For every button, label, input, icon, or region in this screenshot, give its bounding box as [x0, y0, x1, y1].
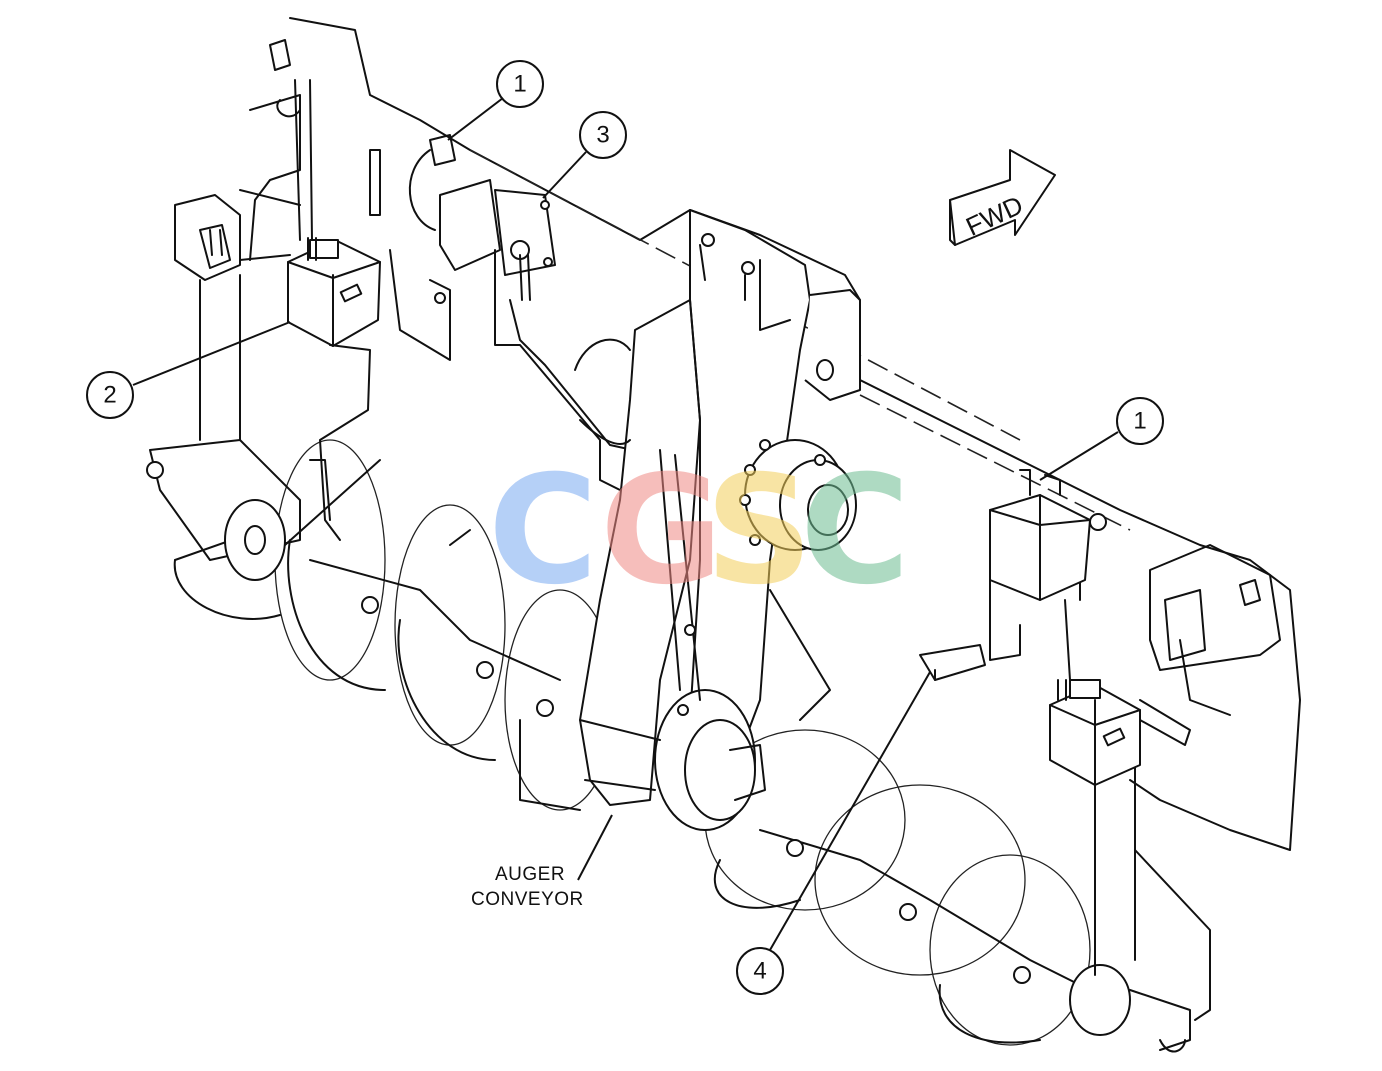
watermark-letter-s: S	[705, 444, 813, 618]
gearbox-housing	[574, 209, 861, 831]
auger-flights-left	[146, 439, 616, 811]
fwd-direction-arrow: FWD	[949, 149, 1056, 246]
callout-number: 4	[753, 958, 766, 985]
watermark-letter-c1: C	[488, 444, 598, 618]
callout-number: 2	[103, 382, 116, 409]
auger-flights-right	[704, 729, 1191, 1053]
watermark-logo: C G S C	[488, 444, 910, 618]
right-upper-switch	[919, 469, 1107, 681]
callout-number: 3	[596, 122, 609, 149]
center-switch-assembly	[408, 134, 656, 491]
callout-3: 3	[542, 111, 627, 199]
watermark-letter-g: G	[600, 444, 723, 618]
callout-number: 1	[1133, 408, 1146, 435]
auger-label-line2: CONVEYOR	[471, 889, 584, 910]
callout-number: 1	[513, 71, 526, 98]
auger-label-line1: AUGER	[495, 864, 565, 885]
callout-1-right: 1	[1039, 397, 1164, 481]
callout-1-top: 1	[447, 60, 544, 141]
auger-conveyor-leader	[577, 814, 613, 881]
auger-conveyor-label-group: AUGER CONVEYOR	[471, 814, 613, 910]
watermark-letter-c2: C	[800, 444, 910, 618]
right-shaft-assembly	[1049, 519, 1211, 1021]
callout-2: 2	[86, 321, 291, 419]
callout-4: 4	[736, 671, 931, 995]
left-switch-assembly	[209, 39, 381, 541]
